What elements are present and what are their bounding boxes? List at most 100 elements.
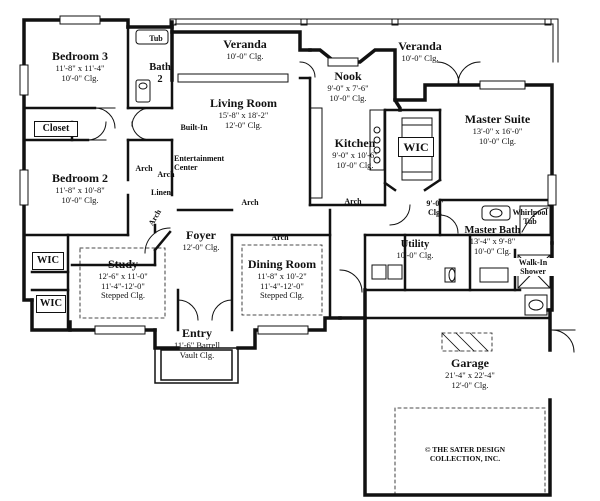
stairs-hatch — [441, 332, 489, 352]
master-bath-label: Master Bath 13'-4" x 9'-8" 10'-0" Clg. — [455, 225, 530, 257]
entertainment-line1: Entertainment — [174, 154, 225, 163]
study-dims: 12'-6" x 11'-0" — [98, 270, 148, 281]
bedroom2-label: Bedroom 2 11'-8" x 10'-8" 10'-0" Clg. — [40, 171, 120, 205]
study-clg1: 11'-4"-12'-0" — [101, 280, 145, 291]
copyright-line1: © THE SATER DESIGN — [424, 445, 506, 454]
arch-text-5: Arch — [271, 233, 289, 242]
master-bath-dims: 13'-4" x 9'-8" — [469, 236, 516, 247]
living-dims: 15'-8" x 18'-2" — [218, 109, 269, 120]
builtin-label: Built-In — [174, 123, 214, 132]
wic-left1-text: WIC — [36, 255, 60, 266]
arch-label-hall: Arch — [154, 170, 178, 179]
master-suite-name: Master Suite — [464, 112, 531, 126]
closet-text: Closet — [42, 123, 70, 134]
dining-dims: 11'-8" x 10'-2" — [257, 270, 307, 281]
bedroom2-name: Bedroom 2 — [51, 171, 109, 185]
entry-name: Entry — [182, 326, 212, 340]
linen-label: Linen — [147, 188, 175, 197]
wic-left1-box: WIC — [32, 252, 64, 270]
veranda-left-clg: 10'-0" Clg. — [226, 50, 264, 61]
arch-text-2: Arch — [157, 170, 175, 179]
nook-name: Nook — [334, 69, 362, 83]
bath2-num: 2 — [157, 74, 163, 86]
entertainment-line2: Center — [174, 163, 198, 173]
arch-label-living: Arch — [238, 198, 262, 207]
arch-text-1: Arch — [135, 164, 153, 173]
kitchen-dims: 9'-0" x 10'-6" — [332, 149, 378, 160]
kitchen-name: Kitchen — [334, 136, 376, 150]
wic-left2-text: WIC — [39, 298, 63, 309]
garage-name: Garage — [451, 356, 489, 370]
linen-text: Linen — [150, 188, 171, 197]
dining-label: Dining Room 11'-8" x 10'-2" 11'-4"-12'-0… — [240, 257, 324, 301]
foyer-clg: 12'-0" Clg. — [182, 241, 220, 252]
nook-clg: 10'-0" Clg. — [329, 92, 367, 103]
study-label: Study 12'-6" x 11'-0" 11'-4"-12'-0" Step… — [88, 257, 158, 301]
bedroom3-dims: 11'-8" x 11'-4" — [55, 62, 105, 73]
living-name: Living Room — [209, 96, 277, 110]
closet-box: Closet — [34, 121, 78, 137]
veranda-left-name: Veranda — [223, 37, 267, 51]
entertainment-label: Entertainment Center — [174, 154, 236, 172]
living-label: Living Room 15'-8" x 18'-2" 12'-0" Clg. — [196, 96, 291, 130]
nook-label: Nook 9'-0" x 7'-6" 10'-0" Clg. — [318, 69, 378, 103]
dining-clg2: Stepped Clg. — [260, 290, 304, 301]
bedroom2-dims: 11'-8" x 10'-8" — [55, 184, 105, 195]
arch-text-6: Arch — [344, 197, 362, 206]
arch-text-4: Arch — [241, 198, 259, 207]
veranda-left-label: Veranda 10'-0" Clg. — [200, 37, 290, 62]
bath2-label: Bath 2 — [144, 62, 176, 86]
garage-clg: 12'-0" Clg. — [451, 379, 489, 390]
veranda-right-label: Veranda 10'-0" Clg. — [375, 39, 465, 64]
whirlpool-line2: Tub — [523, 217, 537, 227]
wic-master-text: WIC — [403, 140, 429, 154]
arch-label-bed2: Arch — [132, 164, 156, 173]
entry-clg1: 11'-6" Barrell — [174, 339, 220, 350]
arch-label-kitchen: Arch — [341, 197, 365, 206]
arch-label-dining: Arch — [268, 233, 292, 242]
study-clg2: Stepped Clg. — [101, 290, 145, 301]
dining-clg1: 11'-4"-12'-0" — [260, 280, 304, 291]
bedroom3-label: Bedroom 3 11'-8" x 11'-4" 10'-0" Clg. — [40, 49, 120, 83]
garage-label: Garage 21'-4" x 22'-4" 12'-0" Clg. — [425, 356, 515, 390]
walkin-label: Walk-In Shower — [512, 258, 554, 277]
walkin-line2: Shower — [520, 267, 546, 277]
whirlpool-label: Whirlpool Tub — [508, 208, 552, 226]
living-clg: 12'-0" Clg. — [224, 119, 263, 130]
bath2-name: Bath — [149, 62, 171, 73]
wic-left2-box: WIC — [36, 295, 66, 313]
veranda-right-clg: 10'-0" Clg. — [401, 52, 439, 63]
master-bath-name: Master Bath — [464, 225, 521, 236]
nook-dims: 9'-0" x 7'-6" — [327, 82, 369, 93]
hall-clg-label: 9'-0" Clg. — [420, 199, 450, 217]
bedroom3-clg: 10'-0" Clg. — [61, 72, 99, 83]
windows — [19, 15, 557, 335]
foyer-name: Foyer — [186, 228, 216, 242]
utility-name: Utility — [400, 239, 430, 250]
walkin-line1: Walk-In — [518, 258, 548, 267]
veranda-right-name: Veranda — [398, 39, 442, 53]
doors — [87, 61, 576, 353]
hall-clg-line1: 9'-0" — [426, 199, 444, 208]
kitchen-label: Kitchen 9'-0" x 10'-6" 10'-0" Clg. — [325, 136, 385, 170]
entry-label: Entry 11'-6" Barrell Vault Clg. — [166, 326, 228, 360]
tub-label: Tub — [140, 34, 172, 43]
copyright-line2: COLLECTION, INC. — [429, 453, 501, 463]
master-bath-clg: 10'-0" Clg. — [473, 245, 512, 256]
foyer-label: Foyer 12'-0" Clg. — [176, 228, 226, 253]
kitchen-clg: 10'-0" Clg. — [336, 159, 374, 170]
whirlpool-line1: Whirlpool — [512, 208, 548, 217]
garage-dims: 21'-4" x 22'-4" — [445, 369, 495, 380]
utility-clg: 10'-0" Clg. — [396, 250, 434, 261]
wic-master-box: WIC — [398, 137, 434, 157]
bedroom3-name: Bedroom 3 — [51, 49, 109, 63]
bedroom2-clg: 10'-0" Clg. — [61, 194, 99, 205]
tub-text: Tub — [149, 34, 163, 43]
entry-porch — [154, 347, 239, 384]
master-suite-label: Master Suite 13'-0" x 16'-0" 10'-0" Clg. — [455, 112, 540, 146]
dining-name: Dining Room — [247, 257, 317, 271]
master-suite-clg: 10'-0" Clg. — [478, 135, 517, 146]
copyright-label: © THE SATER DESIGN COLLECTION, INC. — [405, 445, 525, 463]
hall-clg-line2: Clg. — [428, 208, 442, 218]
